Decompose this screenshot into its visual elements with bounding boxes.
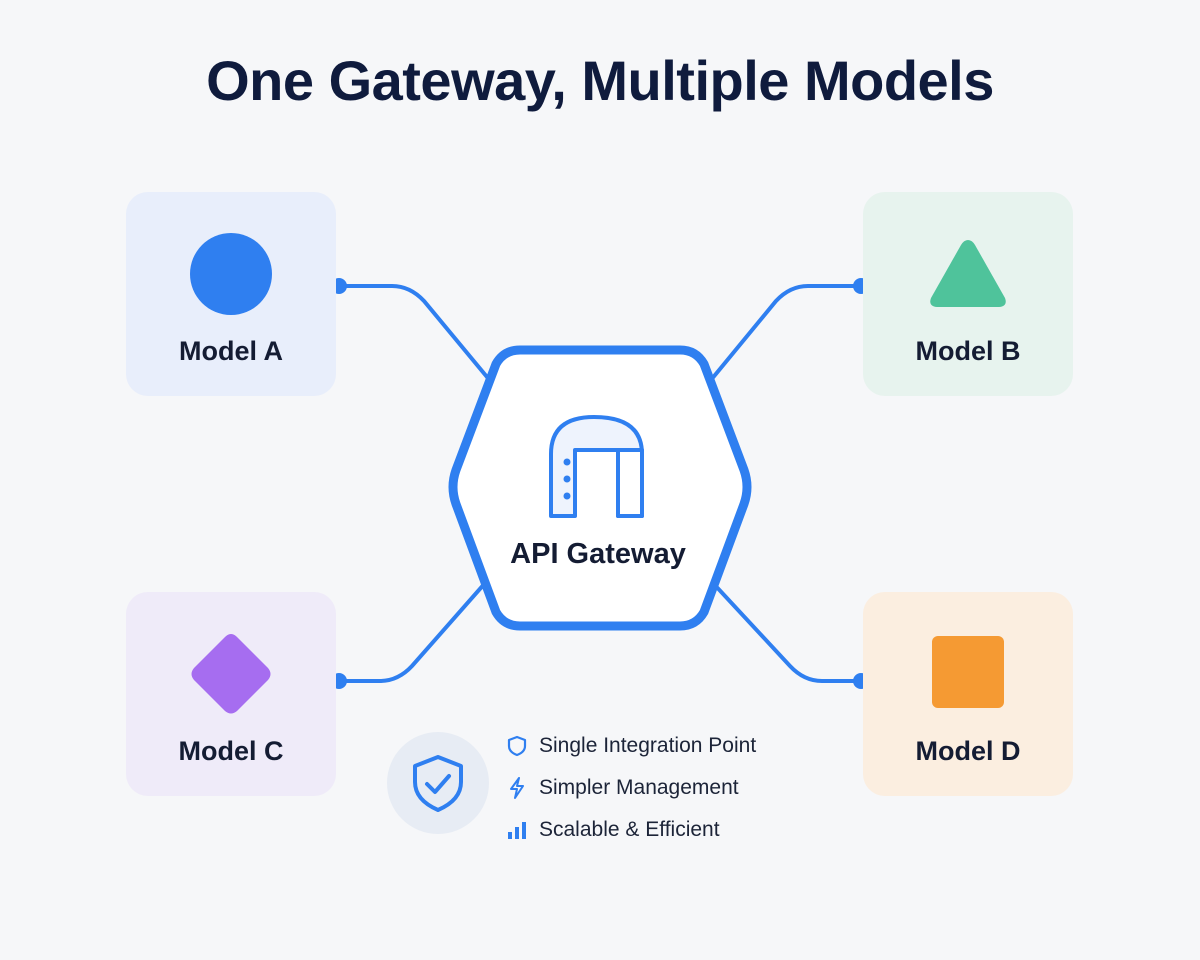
circle-icon	[190, 233, 272, 315]
gateway-label: API Gateway	[510, 538, 686, 570]
benefit-item-simpler-management: Simpler Management	[506, 774, 756, 802]
gateway-hexagon	[448, 345, 752, 631]
square-icon	[932, 636, 1004, 708]
benefit-badge	[387, 732, 489, 834]
connector-model-a	[337, 284, 494, 385]
connector-model-b	[704, 284, 863, 388]
model-label-c: Model C	[178, 736, 284, 766]
lightning-icon	[506, 777, 528, 799]
connector-model-d	[710, 580, 863, 683]
model-label-b: Model B	[915, 336, 1021, 366]
model-label-a: Model A	[179, 336, 283, 366]
model-card-c: Model C	[126, 592, 336, 796]
bar-chart-icon	[506, 819, 528, 841]
shield-check-icon	[413, 755, 463, 812]
triangle-icon	[930, 240, 1006, 307]
model-card-b: Model B	[863, 192, 1073, 396]
model-card-d: Model D	[863, 592, 1073, 796]
diagram-title: One Gateway, Multiple Models	[206, 49, 994, 112]
model-card-a: Model A	[126, 192, 336, 396]
diamond-icon	[191, 634, 271, 714]
benefit-item-single-integration: Single Integration Point	[506, 732, 756, 760]
benefit-text: Simpler Management	[539, 776, 739, 799]
benefit-item-scalable: Scalable & Efficient	[506, 816, 756, 844]
benefit-text: Single Integration Point	[539, 734, 757, 757]
benefit-text: Scalable & Efficient	[539, 818, 720, 841]
benefits-list: Single Integration Point Simpler Managem…	[506, 732, 756, 858]
gateway-arch-icon	[549, 415, 644, 518]
model-label-d: Model D	[915, 736, 1021, 766]
connector-model-c	[337, 580, 488, 683]
shield-icon	[506, 735, 528, 757]
